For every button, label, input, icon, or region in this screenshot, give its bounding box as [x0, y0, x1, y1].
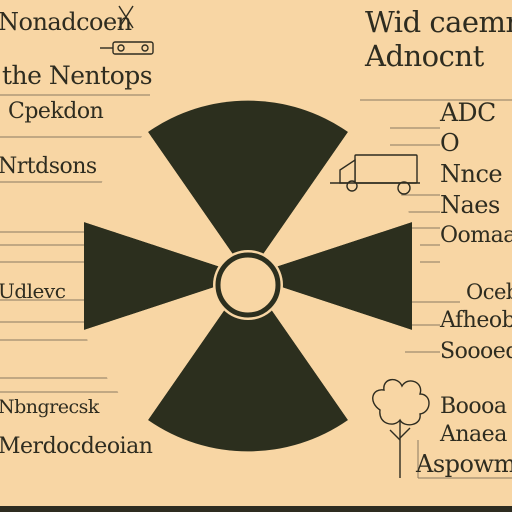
right-label-3: Nnce: [440, 160, 503, 188]
right-label-1: ADC: [440, 98, 496, 127]
right-label-6: Oceb: [466, 280, 512, 304]
right-label-9: Boooa: [440, 394, 507, 419]
truck-icon: [330, 154, 420, 195]
left-label-7: Merdocdeoian: [0, 434, 153, 459]
left-label-2: the Nentops: [2, 61, 153, 90]
right-label-10: Anaea: [440, 422, 507, 447]
right-label-8: Soooed: [440, 339, 512, 364]
right-label-5: Oomaa: [440, 223, 512, 248]
bottom-band: [0, 506, 512, 512]
radiation-center-ring: [215, 252, 281, 318]
radiation-center-core: [221, 258, 275, 312]
radiation-blade-left: [84, 222, 248, 330]
right-label-7: Afheob: [440, 308, 512, 333]
tree-icon: [372, 379, 430, 478]
left-label-1: Nonadcoen: [0, 8, 132, 36]
right-label-4: Naes: [440, 191, 500, 219]
right-title-2: Adnocnt: [365, 39, 484, 73]
radiation-blade-top: [148, 100, 348, 276]
right-label-2: O: [440, 129, 460, 157]
radiation-blade-bottom: [148, 276, 348, 452]
left-label-4: Nrtdsons: [0, 154, 97, 179]
radiation-lower-left-fill: [84, 276, 248, 420]
radiation-symbol: [84, 100, 412, 452]
cross-icon: [100, 5, 154, 55]
radiation-blade-right: [248, 222, 412, 330]
right-leader-lines: [360, 99, 512, 479]
left-label-3: Cpekdon: [8, 99, 104, 124]
radiation-lower-right-fill: [248, 276, 412, 420]
right-title-1: Wid caemn: [365, 5, 512, 39]
right-label-11: Aspowm: [416, 450, 512, 478]
left-label-5: Udlevc: [0, 279, 66, 303]
radiation-upper-left-wedge: [84, 132, 248, 276]
left-label-6: Nbngrecsk: [0, 396, 99, 418]
